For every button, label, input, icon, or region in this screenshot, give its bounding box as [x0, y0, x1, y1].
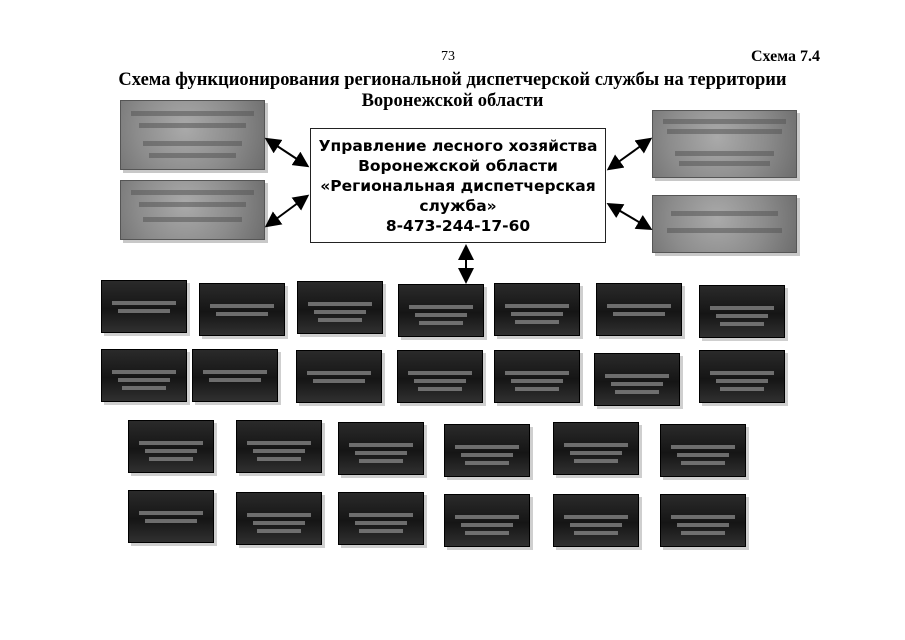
dispatch-unit-r3-5: [553, 422, 639, 475]
title-line-2: Воронежской области: [361, 91, 544, 111]
central-unit-line-2: Воронежской области: [358, 157, 558, 175]
title-line-1: Схема функционирования региональной дисп…: [118, 70, 787, 90]
partner-box-top-left: [120, 100, 265, 170]
page-title: Схема функционирования региональной дисп…: [100, 70, 805, 112]
dispatch-unit-r1-4: [398, 284, 484, 337]
arrow-bottom-left: [264, 194, 310, 228]
dispatch-unit-r2-1: [101, 349, 187, 402]
dispatch-unit-r4-3: [338, 492, 424, 545]
page-number: 73: [441, 49, 455, 64]
dispatch-unit-r2-6: [594, 353, 680, 406]
central-unit-box: Управление лесного хозяйства Воронежской…: [310, 128, 606, 243]
dispatch-unit-r4-6: [660, 494, 746, 547]
central-unit-line-4: служба»: [419, 197, 497, 215]
dispatch-unit-r3-4: [444, 424, 530, 477]
dispatch-unit-r4-1: [128, 490, 214, 543]
dispatch-unit-r3-6: [660, 424, 746, 477]
dispatch-unit-r4-5: [553, 494, 639, 547]
dispatch-unit-r2-3: [296, 350, 382, 403]
dispatch-unit-r4-4: [444, 494, 530, 547]
dispatch-unit-r1-3: [297, 281, 383, 334]
arrow-bottom-right: [606, 202, 653, 231]
dispatch-unit-r1-1: [101, 280, 187, 333]
dispatch-unit-r2-5: [494, 350, 580, 403]
scheme-number: Схема 7.4: [750, 48, 820, 65]
arrow-top-left: [264, 137, 310, 168]
dispatch-unit-r2-2: [192, 349, 278, 402]
dispatch-unit-r3-1: [128, 420, 214, 473]
dispatch-unit-r1-2: [199, 283, 285, 336]
dispatch-unit-r4-2: [236, 492, 322, 545]
partner-box-bottom-right: [652, 195, 797, 253]
dispatch-unit-r1-7: [699, 285, 785, 338]
dispatch-unit-r2-7: [699, 350, 785, 403]
arrow-top-right: [606, 137, 653, 171]
partner-box-top-right: [652, 110, 797, 178]
dispatch-unit-r1-5: [494, 283, 580, 336]
central-unit-phone: 8-473-244-17-60: [385, 217, 531, 235]
central-unit-line-1: Управление лесного хозяйства: [318, 137, 598, 155]
dispatch-unit-r3-3: [338, 422, 424, 475]
dispatch-unit-r2-4: [397, 350, 483, 403]
partner-box-bottom-left: [120, 180, 265, 240]
dispatch-unit-r1-6: [596, 283, 682, 336]
central-unit-line-3: «Региональная диспетчерская: [320, 177, 596, 195]
dispatch-unit-r3-2: [236, 420, 322, 473]
